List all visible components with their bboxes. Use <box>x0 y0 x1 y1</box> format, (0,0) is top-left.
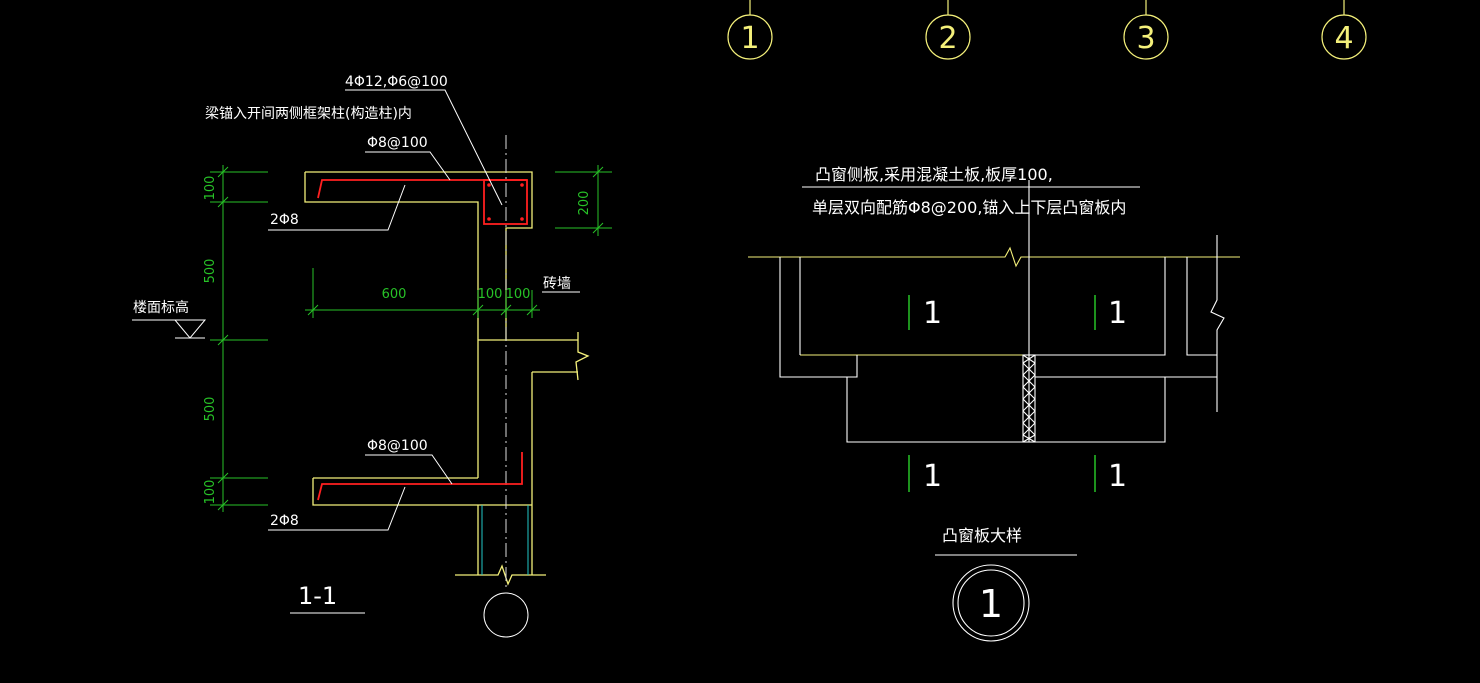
plan-projection <box>846 377 1166 443</box>
axis-bubble-4 <box>1321 14 1367 60</box>
floor-level-symbol <box>132 319 207 339</box>
bottom-slab-rebar <box>317 452 523 501</box>
dim-text-600: 600 <box>382 287 407 302</box>
break-line-right <box>575 332 590 381</box>
leader-stirrup-bottom <box>365 454 453 485</box>
section-dimension-texts: 100 500 500 100 600 100 100 200 <box>203 176 592 505</box>
section-dimensions <box>210 165 612 512</box>
bay-window-detail: 1 1 1 1 凸窗侧板,采用混凝土板,板厚100, 单层双向配筋Φ8@200,… <box>748 165 1240 642</box>
note-stirrup-bottom: Φ8@100 <box>367 438 428 454</box>
axis-label-2: 2 <box>938 21 957 56</box>
cut-label-2: 1 <box>1108 296 1127 331</box>
top-slab-rebar <box>317 179 527 199</box>
rebar-dot <box>487 183 491 187</box>
axis-bubble-3 <box>1123 14 1169 60</box>
cut-label-3: 1 <box>923 459 942 494</box>
leader-bars-top <box>268 184 406 231</box>
dim-text-100-b: 100 <box>506 287 531 302</box>
dim-tick <box>592 166 604 178</box>
plan-note-line2: 单层双向配筋Φ8@200,锚入上下层凸窗板内 <box>812 198 1126 217</box>
rebar-dots <box>487 183 524 221</box>
dim-text-100-a: 100 <box>478 287 503 302</box>
axis-label-1: 1 <box>740 21 759 56</box>
dim-tick <box>217 334 229 346</box>
dim-tick <box>217 472 229 484</box>
section-title: 1-1 <box>298 582 337 610</box>
axis-bubbles <box>727 0 1367 60</box>
dim-text-100-top: 100 <box>203 176 218 201</box>
note-stirrup-top: Φ8@100 <box>367 135 428 151</box>
plan-side-panel-hatch <box>1022 354 1036 443</box>
section-leaders <box>132 89 580 638</box>
section-1-1: 100 500 500 100 600 100 100 200 4Φ12,Φ6@… <box>132 74 612 638</box>
dim-tick <box>526 304 538 316</box>
break-line-bottom <box>455 564 546 586</box>
leader-bars-bottom <box>268 486 406 531</box>
note-rebar-top: 4Φ12,Φ6@100 <box>345 74 448 90</box>
plan-annotations: 凸窗侧板,采用混凝土板,板厚100, 单层双向配筋Φ8@200,锚入上下层凸窗板… <box>812 165 1126 626</box>
plan-outline <box>779 180 1225 642</box>
dim-tick <box>307 304 319 316</box>
plan-yellow-lines <box>748 246 1240 356</box>
leader-stirrup-top <box>365 151 451 181</box>
dim-text-500-upper: 500 <box>203 259 218 284</box>
beam-stirrup <box>483 179 528 225</box>
plan-right-inner <box>1035 257 1166 356</box>
rebar <box>317 179 528 501</box>
axis-label-3: 3 <box>1136 21 1155 56</box>
plan-left-pier <box>779 257 858 378</box>
cut-label-4: 1 <box>1108 459 1127 494</box>
leader-rebar-top <box>345 89 503 206</box>
section-annotations: 4Φ12,Φ6@100 梁锚入开间两侧框架柱(构造柱)内 Φ8@100 2Φ8 … <box>133 74 571 610</box>
dim-tick <box>500 304 512 316</box>
dim-text-200: 200 <box>577 191 592 216</box>
rebar-dot <box>520 183 524 187</box>
section-bubble <box>483 592 529 638</box>
axis-bubble-2 <box>925 14 971 60</box>
dim-tick <box>217 166 229 178</box>
dim-tick <box>217 499 229 511</box>
plan-title: 凸窗板大样 <box>942 526 1022 545</box>
cut-label-1: 1 <box>923 296 942 331</box>
plan-right-break <box>1210 235 1225 412</box>
note-bars-top: 2Φ8 <box>270 212 299 228</box>
dim-text-500-lower: 500 <box>203 397 218 422</box>
top-slab-underside <box>304 172 479 340</box>
dim-text-100-bottom: 100 <box>203 480 218 505</box>
bottom-slab-underside <box>312 478 532 506</box>
dim-tick <box>592 222 604 234</box>
dim-tick <box>217 196 229 208</box>
label-floor-level: 楼面标高 <box>133 299 189 316</box>
detail-bubble-outer <box>952 564 1030 642</box>
label-brick-wall: 砖墙 <box>543 276 571 292</box>
plan-note-line1: 凸窗侧板,采用混凝土板,板厚100, <box>815 165 1053 184</box>
brick-wall-lines <box>481 505 529 575</box>
plan-cut-marks <box>908 295 1096 492</box>
plan-cut-labels: 1 1 1 1 <box>923 296 1127 494</box>
plan-right-pier <box>1186 257 1217 356</box>
section-concrete-outline <box>304 171 590 586</box>
axis-label-4: 4 <box>1334 21 1353 56</box>
note-bars-bottom: 2Φ8 <box>270 513 299 529</box>
rebar-dot <box>487 217 491 221</box>
dim-tick <box>472 304 484 316</box>
axis-bubble-1 <box>727 14 773 60</box>
plan-top-line <box>748 246 1240 268</box>
note-anchor: 梁锚入开间两侧框架柱(构造柱)内 <box>205 106 412 122</box>
rebar-dot <box>520 217 524 221</box>
detail-number: 1 <box>979 582 1003 626</box>
detail-bubble-inner <box>957 569 1025 637</box>
